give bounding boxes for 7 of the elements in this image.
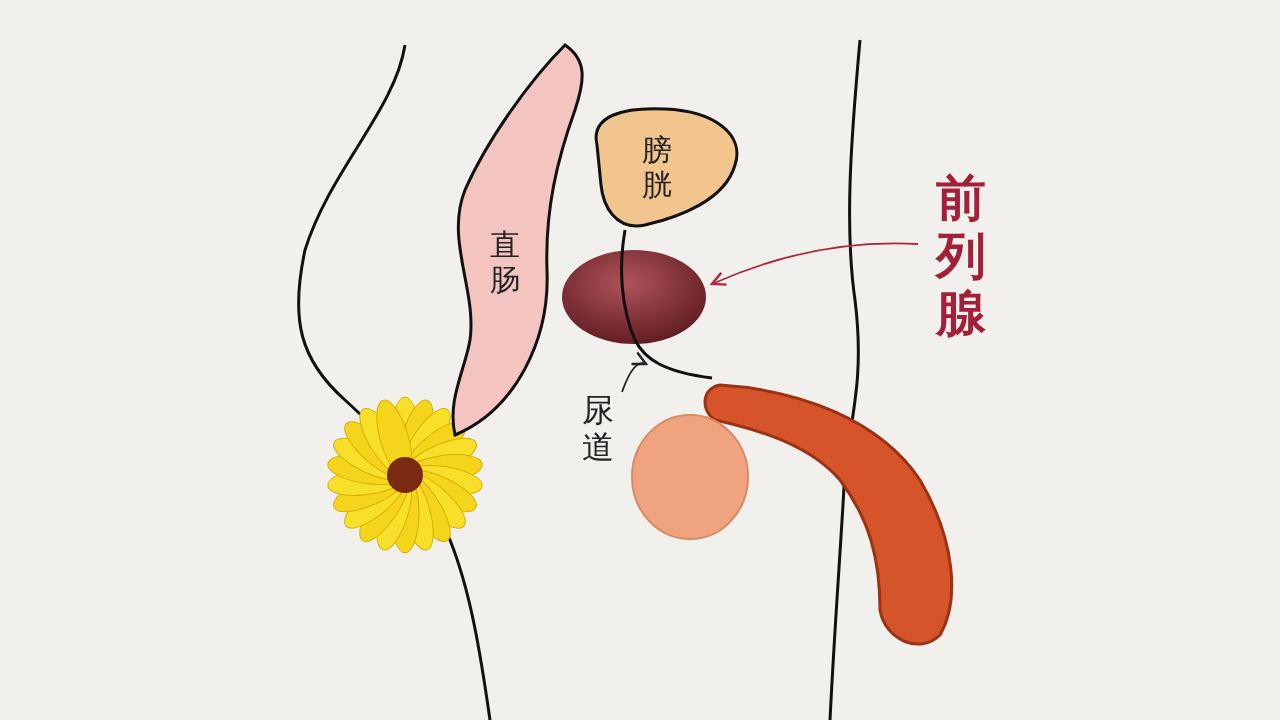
leader-line xyxy=(710,242,919,287)
leader-line xyxy=(621,352,648,393)
label-text: 尿道 xyxy=(581,392,615,466)
organ-label: 膀胱 xyxy=(641,133,673,202)
label-text: 前列腺 xyxy=(934,170,987,343)
prostate-picture xyxy=(560,248,708,346)
organ-label: 直肠 xyxy=(489,228,521,297)
